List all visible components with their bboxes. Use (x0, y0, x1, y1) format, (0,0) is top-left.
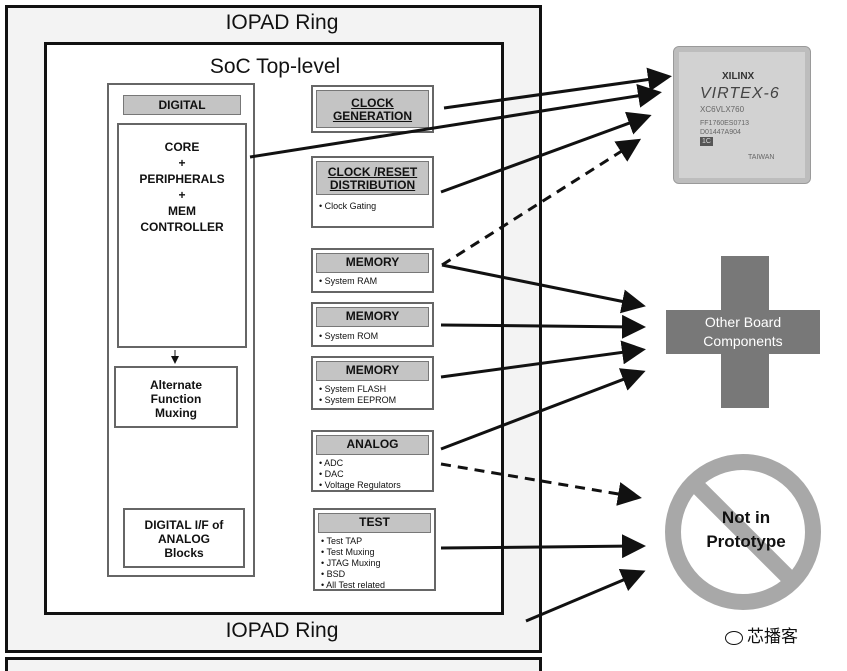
arrow-analog-to-notin-dashed (440, 462, 642, 506)
analog-box: ANALOG • ADC • DAC • Voltage Regulators (311, 430, 434, 492)
watermark-text: 芯播客 (747, 627, 798, 646)
altfn-line: Muxing (155, 406, 197, 420)
jtag-muxing-item: • JTAG Muxing (321, 558, 381, 568)
test-muxing-item: • Test Muxing (321, 547, 375, 557)
fpga-lot-line: D01447A904 (700, 129, 741, 136)
core-line: MEM (168, 204, 196, 218)
core-line: CONTROLLER (140, 220, 224, 234)
system-ram-item: • System RAM (319, 276, 378, 286)
core-plus: + (178, 156, 186, 170)
arrow-core-to-fpga (249, 83, 662, 159)
altfn-line: Alternate (149, 378, 202, 392)
all-test-related-item: • All Test related (321, 580, 386, 590)
other-board-components-label: Other Board Components (666, 310, 820, 354)
not-in-prototype-sign (665, 454, 821, 610)
altfn-line: Function (150, 392, 202, 406)
arrow-clockreset-to-fpga (440, 111, 652, 194)
iopad-ring-top-label: IOPAD Ring (225, 11, 339, 34)
clock-gen-title-line: GENERATION (332, 109, 413, 123)
memory-ram-header: MEMORY (316, 253, 429, 273)
core-peripherals-box: CORE + PERIPHERALS + MEM CONTROLLER (117, 123, 247, 348)
arrow-ram-to-board (441, 263, 646, 314)
test-box: TEST • Test TAP • Test Muxing • JTAG Mux… (313, 508, 436, 591)
clock-generation-box: CLOCK GENERATION (311, 85, 434, 133)
notin-line: Prototype (706, 532, 786, 551)
digif-line: Blocks (164, 546, 204, 560)
watermark: 芯播客 (725, 622, 835, 647)
memory-flash-header: MEMORY (316, 361, 429, 381)
digital-header: DIGITAL (123, 95, 241, 115)
board-label-line: Components (703, 333, 783, 349)
arrow-rom-to-board (440, 314, 646, 339)
voltage-regulators-item: • Voltage Regulators (319, 480, 401, 490)
not-in-prototype-label: Not in Prototype (686, 506, 806, 554)
arrow-clockgen-to-fpga (443, 67, 672, 110)
system-rom-item: • System ROM (319, 331, 379, 341)
forbidden-ring (665, 454, 821, 610)
fpga-chip-image: XILINX VIRTEX-6 XC6VLX760 FF1760ES0713 D… (673, 46, 811, 184)
memory-ram-box: MEMORY • System RAM (311, 248, 434, 293)
memory-flash-box: MEMORY • System FLASH • System EEPROM (311, 356, 434, 410)
wechat-icon (725, 630, 743, 645)
dac-item: • DAC (319, 469, 344, 479)
fpga-family-name: VIRTEX-6 (700, 85, 780, 102)
core-plus: + (178, 188, 186, 202)
test-header: TEST (318, 513, 431, 533)
board-cross-horizontal (666, 310, 820, 354)
adc-item: • ADC (319, 458, 344, 468)
fpga-lot-line: FF1760ES0713 (700, 120, 750, 127)
arrow-iopad-to-notin (525, 568, 646, 623)
arrow-flash-to-board (440, 340, 646, 379)
system-eeprom-item: • System EEPROM (319, 395, 397, 405)
xilinx-logo: XILINX (722, 71, 755, 82)
fpga-grade-badge: 1C (700, 137, 713, 146)
arrow-ram-to-fpga-dashed (441, 138, 642, 267)
digif-line: ANALOG (158, 532, 210, 546)
alternate-function-muxing-box: Alternate Function Muxing (114, 366, 238, 428)
fpga-origin: TAIWAN (748, 154, 775, 161)
memory-rom-box: MEMORY • System ROM (311, 302, 434, 347)
arrow-test-to-notin (440, 534, 646, 559)
analog-header: ANALOG (316, 435, 429, 455)
digital-if-analog-box: DIGITAL I/F of ANALOG Blocks (123, 508, 245, 568)
clock-generation-header: CLOCK GENERATION (316, 90, 429, 128)
clock-reset-title-line: CLOCK /RESET (327, 165, 418, 179)
system-flash-item: • System FLASH (319, 384, 387, 394)
forbidden-slash (687, 476, 799, 588)
iopad-ring-bottom-edge (5, 657, 542, 671)
notin-line: Not in (721, 508, 771, 527)
test-tap-item: • Test TAP (321, 536, 363, 546)
fpga-part-number: XC6VLX760 (700, 105, 745, 114)
board-label-line: Other Board (704, 314, 782, 330)
iopad-ring-bottom-label: IOPAD Ring (225, 619, 339, 642)
core-line: CORE (164, 140, 200, 154)
clock-reset-header: CLOCK /RESET DISTRIBUTION (316, 161, 429, 195)
memory-rom-header: MEMORY (316, 307, 429, 327)
clock-reset-distribution-box: CLOCK /RESET DISTRIBUTION • Clock Gating (311, 156, 434, 228)
digif-line: DIGITAL I/F of (144, 518, 224, 532)
clock-gating-item: • Clock Gating (319, 201, 377, 211)
bsd-item: • BSD (321, 569, 346, 579)
clock-reset-title-line: DISTRIBUTION (329, 178, 416, 192)
soc-label: SoC Top-level (209, 55, 341, 78)
core-line: PERIPHERALS (139, 172, 225, 186)
clock-gen-title-line: CLOCK (351, 96, 394, 110)
arrow-analog-to-board (440, 368, 646, 451)
